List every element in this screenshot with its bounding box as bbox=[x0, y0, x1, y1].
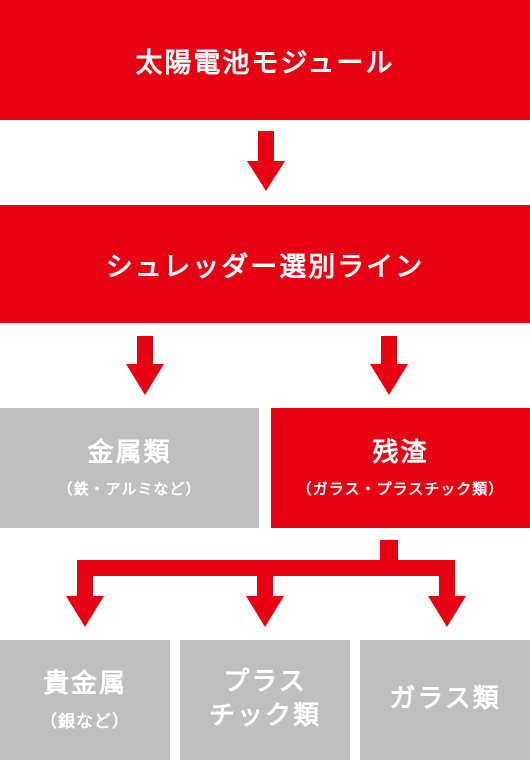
solar-module-box: 太陽電池モジュール bbox=[0, 0, 530, 120]
arrow-down-icon bbox=[66, 560, 104, 627]
plastics-label-line1: プラス bbox=[223, 667, 307, 698]
arrow-down-icon bbox=[428, 560, 466, 627]
residue-sub-label: （ガラス・プラスチック類） bbox=[296, 480, 505, 499]
plastics-box: プラス チック類 bbox=[180, 640, 350, 760]
arrow-down-icon bbox=[126, 336, 164, 395]
solar-module-label: 太陽電池モジュール bbox=[135, 47, 395, 79]
metals-label: 金属類 bbox=[87, 437, 172, 468]
residue-label: 残渣 bbox=[372, 437, 429, 468]
arrow-down-icon bbox=[370, 336, 408, 395]
arrow-down-icon bbox=[247, 131, 285, 191]
arrow-down-icon bbox=[246, 560, 284, 627]
glass-label: ガラス類 bbox=[389, 684, 501, 715]
residue-box: 残渣 （ガラス・プラスチック類） bbox=[271, 408, 530, 528]
precious-metals-label: 貴金属 bbox=[42, 668, 127, 699]
metals-box: 金属類 （鉄・アルミなど） bbox=[0, 408, 259, 528]
precious-metals-sub-label: （銀など） bbox=[40, 712, 130, 733]
precious-metals-box: 貴金属 （銀など） bbox=[0, 640, 170, 760]
metals-sub-label: （鉄・アルミなど） bbox=[57, 480, 202, 499]
shredder-line-label: シュレッダー選別ライン bbox=[105, 251, 425, 283]
plastics-label-line2: チック類 bbox=[208, 701, 321, 731]
glass-box: ガラス類 bbox=[360, 640, 530, 760]
shredder-line-box: シュレッダー選別ライン bbox=[0, 205, 530, 323]
